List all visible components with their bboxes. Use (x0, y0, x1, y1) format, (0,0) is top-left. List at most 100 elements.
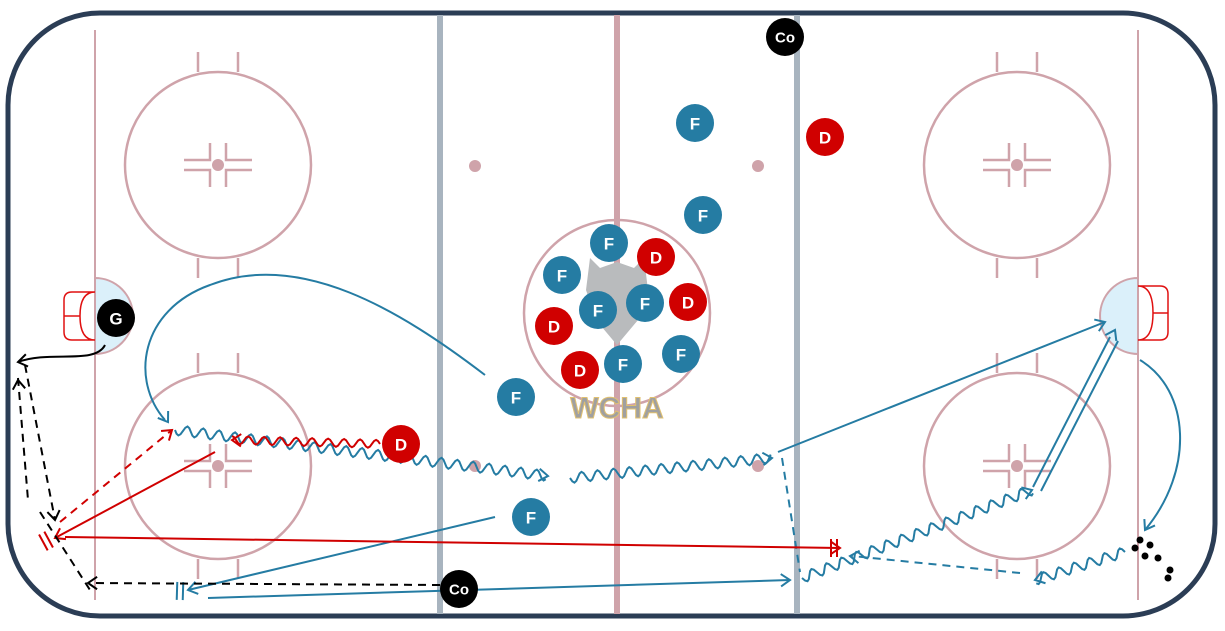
player-marker (535, 307, 573, 345)
neutral-zone-dot (469, 460, 481, 472)
player-marker (512, 498, 550, 536)
dashed-skate-path (39, 511, 91, 591)
player-label: D (650, 249, 662, 268)
player-defense: D (806, 118, 844, 156)
player-marker (579, 291, 617, 329)
player-forward: F (684, 196, 722, 234)
shot-line (777, 321, 1106, 453)
skate-path (1139, 359, 1182, 531)
player-defense: D (637, 238, 675, 276)
hash-marks (983, 52, 1051, 278)
player-marker (766, 18, 804, 56)
player-forward: F (579, 291, 617, 329)
faceoff-dot (212, 460, 224, 472)
goal-net-right (1137, 285, 1169, 341)
dashed-pass-line (59, 429, 173, 523)
dashed-skate-path (87, 582, 441, 586)
hash-marks (983, 353, 1051, 579)
stop-bar (175, 581, 179, 600)
pass-line (207, 579, 791, 599)
player-marker (676, 104, 714, 142)
player-defense: D (535, 307, 573, 345)
player-marker (543, 256, 581, 294)
arrow-head-icon (830, 540, 842, 555)
skate-with-puck-path (569, 453, 772, 484)
player-label: D (682, 294, 694, 313)
arrow-head-icon (848, 549, 861, 564)
arrow-head-icon (86, 576, 98, 591)
goal-crease-right (1099, 276, 1139, 356)
puck (1141, 552, 1149, 560)
logo-text: WCHA (570, 392, 663, 425)
player-marker (637, 238, 675, 276)
skate-path (144, 273, 486, 421)
player-label: F (676, 346, 686, 365)
player-forward: F (676, 104, 714, 142)
skate-with-puck-path (174, 425, 547, 482)
player-marker (662, 335, 700, 373)
player-marker (97, 299, 135, 337)
player-marker (604, 345, 642, 383)
player-label: F (593, 302, 603, 321)
skate-with-puck-path (231, 435, 381, 449)
puck (1131, 544, 1139, 552)
puck (1146, 541, 1154, 549)
drill-paths (11, 273, 1182, 601)
arrow-head-icon (1094, 318, 1107, 332)
hash-marks (184, 52, 252, 278)
hash-marks (184, 353, 252, 579)
player-marker (382, 425, 420, 463)
player-label: F (511, 389, 521, 408)
puck (1136, 536, 1144, 544)
player-coach: Co (440, 570, 478, 608)
player-marker (497, 378, 535, 416)
neutral-zone-dot (752, 160, 764, 172)
stop-bar (38, 534, 49, 551)
puck (1164, 574, 1172, 582)
center-circle (522, 218, 712, 408)
player-forward: F (662, 335, 700, 373)
arrow-head-icon (16, 353, 29, 368)
player-forward: F (497, 378, 535, 416)
arrow-head-icon (157, 410, 170, 424)
dashed-skate-path (17, 377, 29, 501)
player-label: F (698, 207, 708, 226)
arrow-head-icon (537, 467, 550, 482)
pass-line (64, 536, 841, 549)
player-marker (806, 118, 844, 156)
player-forward: F (604, 345, 642, 383)
arrow-head-icon (1104, 328, 1118, 342)
stop-bar (43, 531, 54, 548)
neutral-zone-dot (469, 160, 481, 172)
double-line (1040, 340, 1119, 492)
arrow-head-icon (46, 509, 61, 522)
goalie-pass-path (17, 344, 106, 363)
player-coach: Co (766, 18, 804, 56)
arrow-head-icon (1143, 518, 1156, 532)
faceoff-dot (212, 159, 224, 171)
arrow-head-icon (11, 378, 26, 391)
player-marker (626, 284, 664, 322)
faceoff-circle (922, 371, 1112, 561)
arrow-head-icon (186, 581, 199, 595)
faceoff-circle (123, 70, 313, 260)
player-marker (561, 351, 599, 389)
faceoff-dot (1011, 460, 1023, 472)
pass-line (54, 451, 216, 539)
puck (1166, 566, 1174, 574)
player-label: F (604, 235, 614, 254)
pass-line (187, 516, 496, 591)
arrow-head-icon (1021, 486, 1034, 500)
player-defense: D (669, 283, 707, 321)
arrow-head-icon (160, 428, 174, 441)
puck (1154, 554, 1162, 562)
player-label: F (557, 267, 567, 286)
goal-net-left (63, 291, 96, 341)
player-defense: D (561, 351, 599, 389)
player-label: F (526, 509, 536, 528)
arrow-head-icon (53, 527, 67, 541)
player-label: G (109, 310, 122, 329)
player-label: F (618, 356, 628, 375)
